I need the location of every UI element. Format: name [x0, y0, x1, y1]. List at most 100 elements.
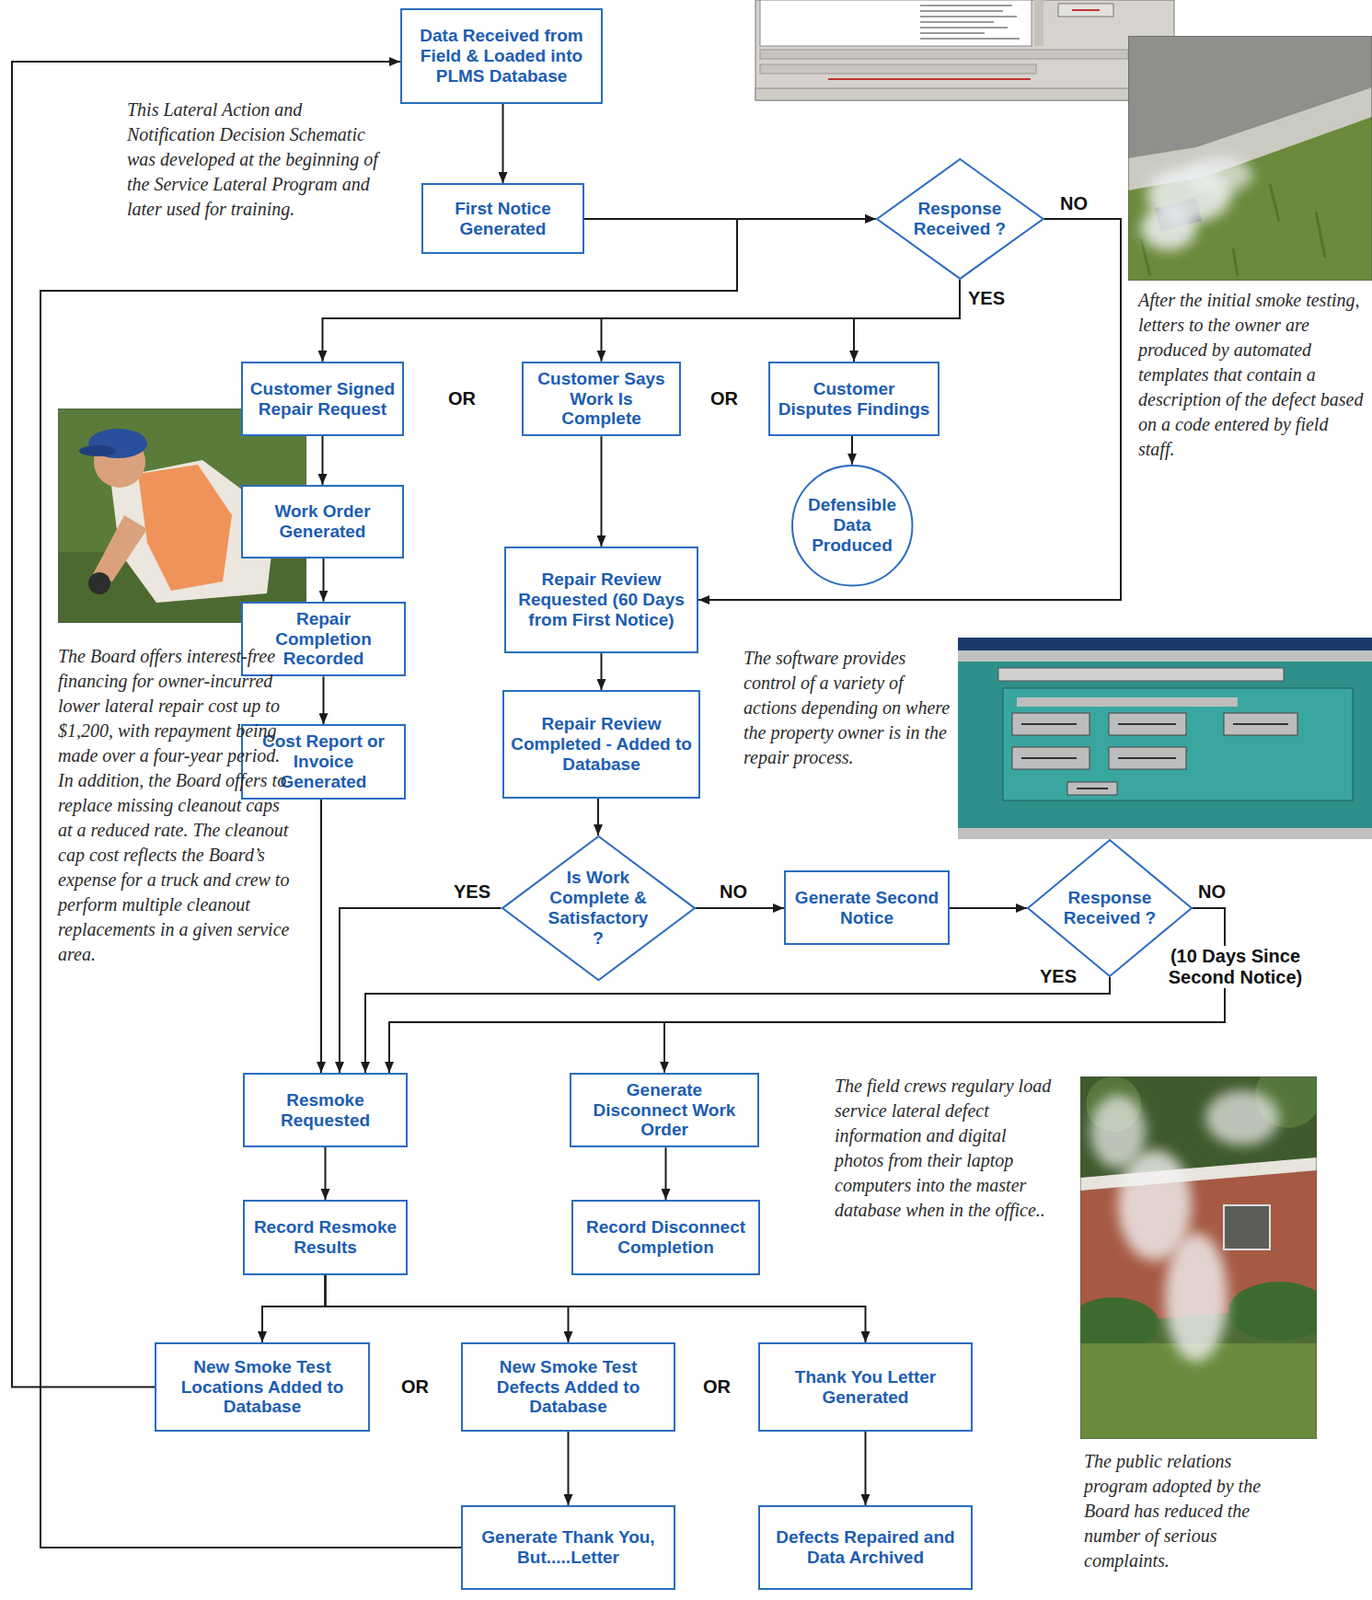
- node-text: Response Received ?: [904, 198, 1015, 240]
- node-text: Customer Says Work Is Complete: [529, 368, 674, 430]
- node-text: Generate Second Notice: [791, 887, 943, 929]
- node-text: Resmoke Requested: [250, 1090, 401, 1131]
- status-bar: [957, 828, 1372, 840]
- window-frame: [755, 0, 1175, 101]
- node-text: Thank You Letter Generated: [765, 1367, 966, 1408]
- flow-connector: [322, 558, 325, 602]
- flow-connector: [365, 977, 1110, 1073]
- flow-connector: [601, 279, 960, 362]
- flow-connector: [502, 103, 505, 184]
- window: [1223, 1205, 1270, 1250]
- process-box: New Smoke Test Locations Added to Databa…: [154, 1342, 370, 1432]
- flow-connector: [694, 907, 784, 910]
- process-box: Customer Signed Repair Request: [241, 361, 404, 437]
- smoke: [1186, 156, 1253, 194]
- decision-diamond: Is Work Complete & Satisfactory ?: [501, 835, 696, 981]
- flow-connector: [324, 1147, 327, 1200]
- flow-connector: [597, 798, 600, 836]
- node-text: Customer Signed Repair Request: [248, 379, 397, 420]
- process-box: Resmoke Requested: [242, 1072, 408, 1148]
- node-text: Record Disconnect Completion: [578, 1217, 753, 1258]
- panel-caption: [1016, 697, 1238, 707]
- process-box: Repair Review Completed - Added to Datab…: [502, 690, 701, 799]
- menu-bar: [957, 650, 1372, 662]
- node-text: Generate Disconnect Work Order: [576, 1080, 752, 1142]
- terminal-circle: Defensible Data Produced: [791, 464, 913, 587]
- smoke-photo: [1128, 35, 1372, 281]
- condition-label: NO: [1058, 193, 1090, 215]
- node-text: Repair Review Completed - Added to Datab…: [509, 714, 693, 775]
- status-bar: [755, 88, 1175, 101]
- node-text: New Smoke Test Defects Added to Database: [468, 1357, 669, 1419]
- process-box: Data Received from Field & Loaded into P…: [400, 8, 603, 104]
- condition-label: YES: [1037, 966, 1079, 988]
- node-text: Generate Thank You, But.....Letter: [468, 1527, 669, 1568]
- flow-connector: [320, 799, 323, 1073]
- house-photo: [1080, 1076, 1317, 1440]
- condition-label: NO: [1196, 881, 1228, 903]
- node-text: Defensible Data Produced: [802, 495, 902, 556]
- flow-connector: [665, 1147, 668, 1200]
- process-box: Customer Disputes Findings: [768, 361, 940, 437]
- condition-label: YES: [451, 881, 493, 903]
- flow-connector: [325, 1275, 569, 1343]
- arm: [92, 515, 148, 582]
- cleanout: [88, 572, 111, 595]
- record-bar: [760, 49, 1129, 59]
- condition-label: YES: [966, 288, 1007, 310]
- smoke: [1205, 1090, 1280, 1146]
- bush: [1228, 1281, 1317, 1341]
- decision-diamond: Response Received ?: [876, 158, 1045, 280]
- window-ground: [957, 637, 1372, 840]
- flow-connector: [567, 1431, 570, 1506]
- flow-connector: [600, 653, 603, 691]
- process-box: New Smoke Test Defects Added to Database: [461, 1342, 676, 1432]
- title-bar: [957, 637, 1372, 651]
- process-box: Generate Disconnect Work Order: [569, 1072, 760, 1149]
- photo-border: [1128, 35, 1372, 281]
- process-box: Customer Says Work Is Complete: [521, 361, 681, 438]
- flow-connector: [40, 219, 877, 1548]
- node-text: First Notice Generated: [428, 198, 577, 240]
- annotation-note: The software provides control of a varie…: [743, 645, 951, 771]
- diamond-outline: [876, 159, 1044, 279]
- button-mark: [1072, 9, 1100, 12]
- form-title: [998, 668, 1284, 681]
- flow-connector: [864, 1431, 867, 1506]
- annotation-note: The field crews regulary load service la…: [834, 1073, 1061, 1223]
- button-captions: [1021, 724, 1289, 789]
- node-text: New Smoke Test Locations Added to Databa…: [161, 1357, 363, 1419]
- or-label: OR: [701, 1376, 733, 1398]
- node-text: Repair Review Requested (60 Days from Fi…: [511, 569, 692, 631]
- node-text: Record Resmoke Results: [250, 1217, 401, 1258]
- annotation-note: After the initial smoke testing, letters…: [1138, 288, 1364, 462]
- list-panel: [760, 0, 1032, 47]
- flow-connector: [322, 279, 960, 362]
- smoke: [1164, 1233, 1228, 1362]
- or-label: OR: [708, 388, 740, 410]
- smoke: [1141, 206, 1197, 251]
- condition-label: (10 Days Since Second Notice): [1157, 945, 1314, 989]
- flow-connector: [325, 1275, 866, 1343]
- process-box: Defects Repaired and Data Archived: [758, 1505, 973, 1591]
- window-button: [1058, 3, 1114, 17]
- foliage: [1080, 1076, 1317, 1440]
- flow-connector: [949, 907, 1027, 910]
- node-text: Data Received from Field & Loaded into P…: [407, 25, 596, 87]
- process-box: Repair Review Requested (60 Days from Fi…: [504, 546, 699, 654]
- scrollbar: [1034, 0, 1044, 47]
- wrap-spacer: [234, 942, 293, 1101]
- node-text: Work Order Generated: [248, 501, 397, 542]
- circle-outline: [792, 465, 912, 586]
- annotation-note: The public relations program adopted by …: [1083, 1449, 1296, 1574]
- process-box: Record Disconnect Completion: [571, 1199, 761, 1276]
- or-label: OR: [446, 388, 478, 410]
- process-box: First Notice Generated: [421, 183, 585, 254]
- process-box: Record Resmoke Results: [242, 1199, 408, 1276]
- annotation-note: The Board offers interest-free financing…: [57, 644, 293, 1101]
- flow-connector: [339, 908, 502, 1073]
- annotation-note: This Lateral Action and Notification Dec…: [126, 97, 390, 222]
- grass: [1128, 35, 1372, 281]
- flow-connector: [698, 219, 1121, 600]
